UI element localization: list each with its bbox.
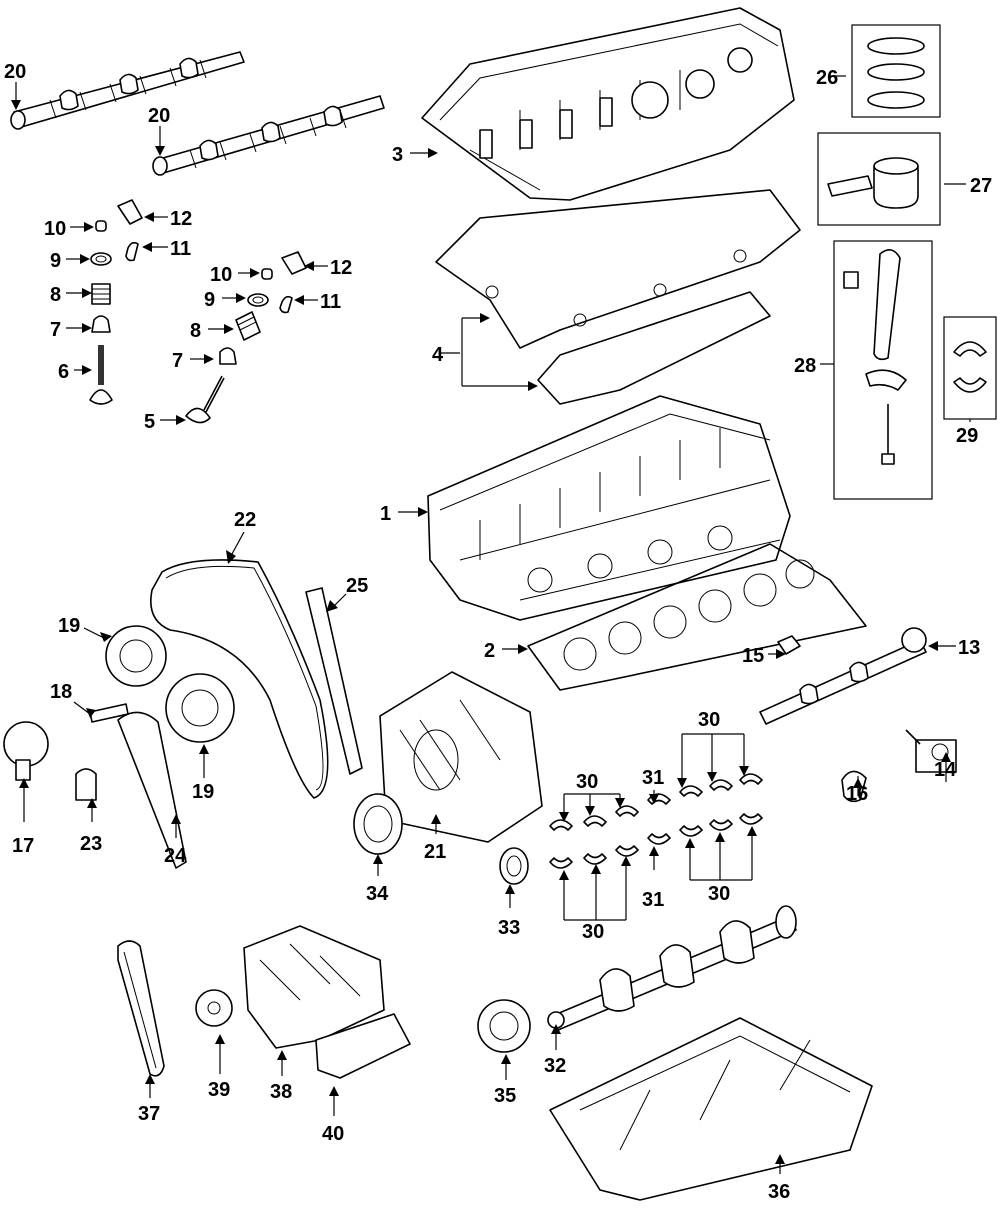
callout-24: 24 [164,845,187,867]
timing-cover [379,671,543,843]
sensor [777,635,801,655]
callout-19: 19 [58,615,80,637]
callout-19: 19 [192,781,214,803]
callout-38: 38 [270,1081,292,1103]
valve-parts-left [89,199,143,405]
front-seal [353,793,403,855]
callout-labels: 20 20 3 4 1 2 5 6 7 8 9 10 11 12 7 8 9 1… [4,61,992,1203]
callout-20: 20 [4,61,26,83]
main-bearings [549,773,763,869]
callout-8: 8 [50,284,61,306]
callout-31: 31 [642,889,664,911]
chain-tensioner [3,721,49,781]
camshaft-upper [10,51,245,130]
timing-chain [150,559,329,799]
callout-30: 30 [576,771,598,793]
rod-bearings [953,341,987,393]
callout-30: 30 [582,921,604,943]
crank-pulley [477,999,531,1053]
callout-7: 7 [50,319,61,341]
callout-26: 26 [816,67,838,89]
callout-35: 35 [494,1085,516,1107]
callout-1: 1 [380,503,391,525]
callout-4: 4 [432,344,444,366]
intake-camshaft [759,627,927,725]
callout-7: 7 [172,350,183,372]
callout-14: 14 [934,759,957,781]
piston-box [817,132,941,226]
callout-32: 32 [544,1055,566,1077]
valve-parts-right [185,251,307,424]
callout-29: 29 [956,425,978,447]
oil-pump-sprocket [195,989,233,1027]
callout-8: 8 [190,320,201,342]
piston [827,157,919,209]
callout-30: 30 [708,883,730,905]
callout-40: 40 [322,1123,344,1145]
camshaft-lower [152,95,385,176]
head-gasket [527,543,867,691]
connecting-rod [843,249,907,465]
callout-9: 9 [50,250,61,272]
callout-11: 11 [320,291,341,313]
valve-cover [421,7,795,201]
callout-6: 6 [58,361,69,383]
callout-13: 13 [958,637,980,659]
valve-cover-gasket [435,189,801,405]
oil-pan [549,1017,873,1201]
callout-15: 15 [742,645,764,667]
callout-30: 30 [698,709,720,731]
callout-34: 34 [366,883,389,905]
cylinder-head [427,395,791,621]
callout-28: 28 [794,355,816,377]
callout-33: 33 [498,917,520,939]
callout-23: 23 [80,833,102,855]
callout-5: 5 [144,411,155,433]
callout-27: 27 [970,175,992,197]
piston-rings [867,37,925,109]
callout-12: 12 [330,257,352,279]
leaders [11,75,971,1174]
callout-17: 17 [12,835,34,857]
crankshaft [547,905,797,1031]
callout-3: 3 [392,144,403,166]
chain-guide [305,587,363,775]
sprocket-lower [165,673,235,743]
callout-31: 31 [642,767,664,789]
sprocket-upper [105,625,167,687]
callout-36: 36 [768,1181,790,1203]
callout-10: 10 [44,218,66,240]
callout-25: 25 [346,575,368,597]
piston-rings-box [851,24,941,118]
rear-seal [499,847,529,885]
tensioner-piston [75,768,97,801]
oil-pump [243,925,385,1049]
callout-11: 11 [170,238,191,260]
callout-39: 39 [208,1079,230,1101]
callout-21: 21 [424,841,446,863]
callout-12: 12 [170,208,192,230]
tensioner-bolt [89,703,129,723]
callout-16: 16 [846,783,868,805]
oil-pump-chain [117,940,165,1077]
callout-2: 2 [484,640,495,662]
callout-10: 10 [210,264,232,286]
tensioner-rail [117,711,187,869]
callout-37: 37 [138,1103,160,1125]
oil-pickup [315,1013,411,1079]
callout-9: 9 [204,289,215,311]
callout-22: 22 [234,509,256,531]
callout-18: 18 [50,681,72,703]
connecting-rod-box [833,240,933,500]
rod-bearing-box [943,316,997,420]
callout-20: 20 [148,105,170,127]
